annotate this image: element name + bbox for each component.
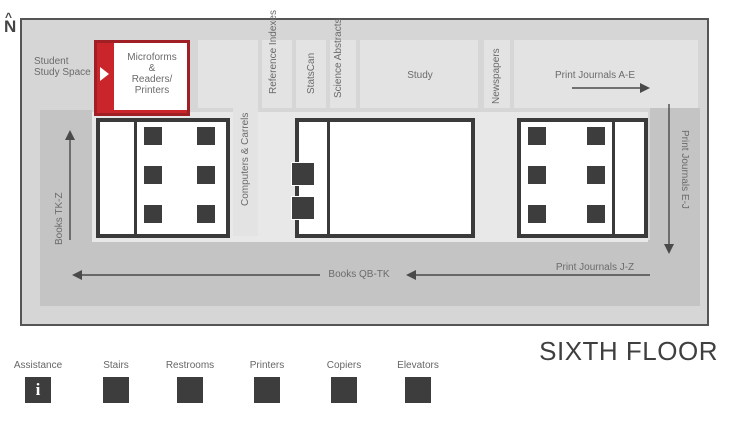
- restroom-icon: [177, 377, 203, 403]
- copier-icon: [291, 196, 315, 220]
- stairs-icon: [103, 377, 129, 403]
- legend-copiers: Copiers: [316, 360, 372, 403]
- printer-icon: [291, 162, 315, 186]
- label-print-journals-jz: Print Journals J-Z: [555, 262, 635, 273]
- legend-label: Elevators: [397, 360, 439, 371]
- restroom-icon: [143, 204, 163, 224]
- label-study: Study: [407, 70, 433, 81]
- room-print-journals-ae: [514, 40, 698, 108]
- north-caret-icon: ^: [5, 10, 13, 24]
- copier-icon: [331, 377, 357, 403]
- elevator-icon: [527, 126, 547, 146]
- room-reference-indexes: [262, 40, 292, 108]
- stairs-icon: [143, 165, 163, 185]
- legend-stairs: Stairs: [88, 360, 144, 403]
- legend-assistance: Assistance i: [10, 360, 66, 403]
- label-microforms: Microforms & Readers/ Printers: [127, 52, 177, 96]
- legend-printers: Printers: [239, 360, 295, 403]
- elevator-icon: [196, 204, 216, 224]
- room-science-abstracts: [330, 40, 356, 108]
- room-student-study: [30, 30, 92, 108]
- legend-label: Copiers: [326, 360, 362, 371]
- stairs-icon: [527, 165, 547, 185]
- label-student-study: Student Study Space: [34, 56, 91, 78]
- elevator-icon: [196, 126, 216, 146]
- legend-label: Assistance: [13, 360, 63, 371]
- label-books-qbtk: Books QB-TK: [328, 269, 390, 280]
- location-marker-icon: [100, 67, 109, 81]
- room-computers-carrels-lower: [233, 112, 258, 236]
- legend-label: Restrooms: [165, 360, 215, 371]
- microforms-card: [114, 43, 187, 110]
- stairs-icon: [586, 165, 606, 185]
- core-center-divider: [327, 122, 330, 234]
- zone-journals-ej: [650, 108, 700, 248]
- legend-restrooms: Restrooms: [162, 360, 218, 403]
- label-print-journals-ae: Print Journals A-E: [554, 70, 636, 81]
- restroom-icon: [586, 126, 606, 146]
- stairs-icon: [196, 165, 216, 185]
- legend-elevators: Elevators: [390, 360, 446, 403]
- core-west-wall: [134, 118, 137, 238]
- info-icon: i: [25, 377, 51, 403]
- restroom-icon: [143, 126, 163, 146]
- room-microforms-highlight[interactable]: [94, 40, 190, 116]
- north-label: N: [4, 17, 17, 36]
- printer-icon: [254, 377, 280, 403]
- room-study: [360, 40, 478, 108]
- legend-label: Stairs: [103, 360, 129, 371]
- core-east-wall: [612, 118, 615, 238]
- north-indicator: ^ N: [4, 11, 17, 36]
- floor-title: SIXTH FLOOR: [539, 336, 718, 366]
- room-newspapers: [484, 40, 510, 108]
- room-statscan: [296, 40, 326, 108]
- legend-label: Printers: [249, 360, 285, 371]
- elevator-icon: [405, 377, 431, 403]
- zone-bottom-shelves: [40, 240, 700, 306]
- restroom-icon: [586, 204, 606, 224]
- elevator-icon: [527, 204, 547, 224]
